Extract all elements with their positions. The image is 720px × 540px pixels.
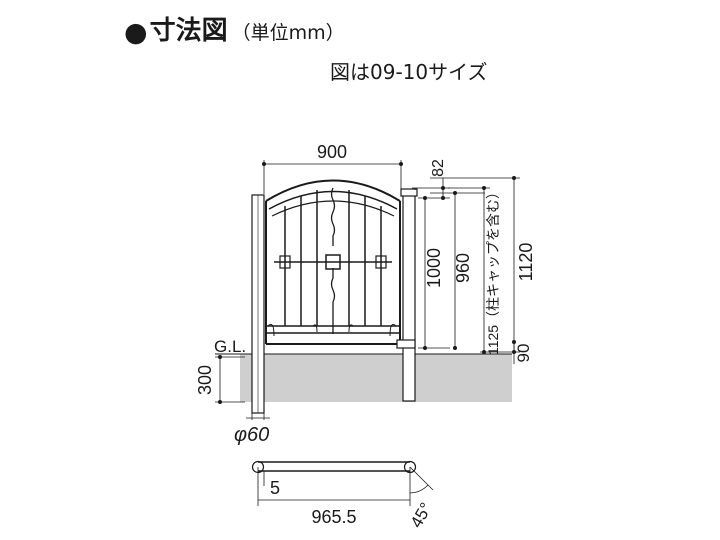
left-post xyxy=(251,194,265,414)
title: ●寸法図（単位mm） xyxy=(124,10,345,48)
dim-300: 300 xyxy=(195,365,215,395)
dim-1000: 1000 xyxy=(424,248,444,288)
gl-label: G.L. xyxy=(214,337,246,356)
unit-note: （単位mm） xyxy=(231,22,345,44)
size-note: 図は09-10サイズ xyxy=(330,60,488,84)
dim-965-5: 965.5 xyxy=(311,507,356,527)
dimension-arrows xyxy=(218,162,516,404)
gate-panel xyxy=(265,179,401,345)
title-text: 寸法図 xyxy=(149,16,228,46)
ground-area xyxy=(240,354,512,402)
dim-5: 5 xyxy=(270,478,280,498)
title-bullet-icon: ● xyxy=(124,17,148,48)
dim-width-900: 900 xyxy=(317,142,347,162)
right-post xyxy=(396,188,418,402)
plan-view xyxy=(251,460,434,506)
dim-82: 82 xyxy=(430,159,447,177)
dim-90: 90 xyxy=(514,344,533,363)
dim-960: 960 xyxy=(453,253,473,283)
swing-angle: 45° xyxy=(407,499,436,531)
dim-1125-note: 1125（柱キャップを含む） xyxy=(485,185,501,355)
post-diameter: φ60 xyxy=(234,424,269,446)
dim-1120: 1120 xyxy=(516,243,536,282)
